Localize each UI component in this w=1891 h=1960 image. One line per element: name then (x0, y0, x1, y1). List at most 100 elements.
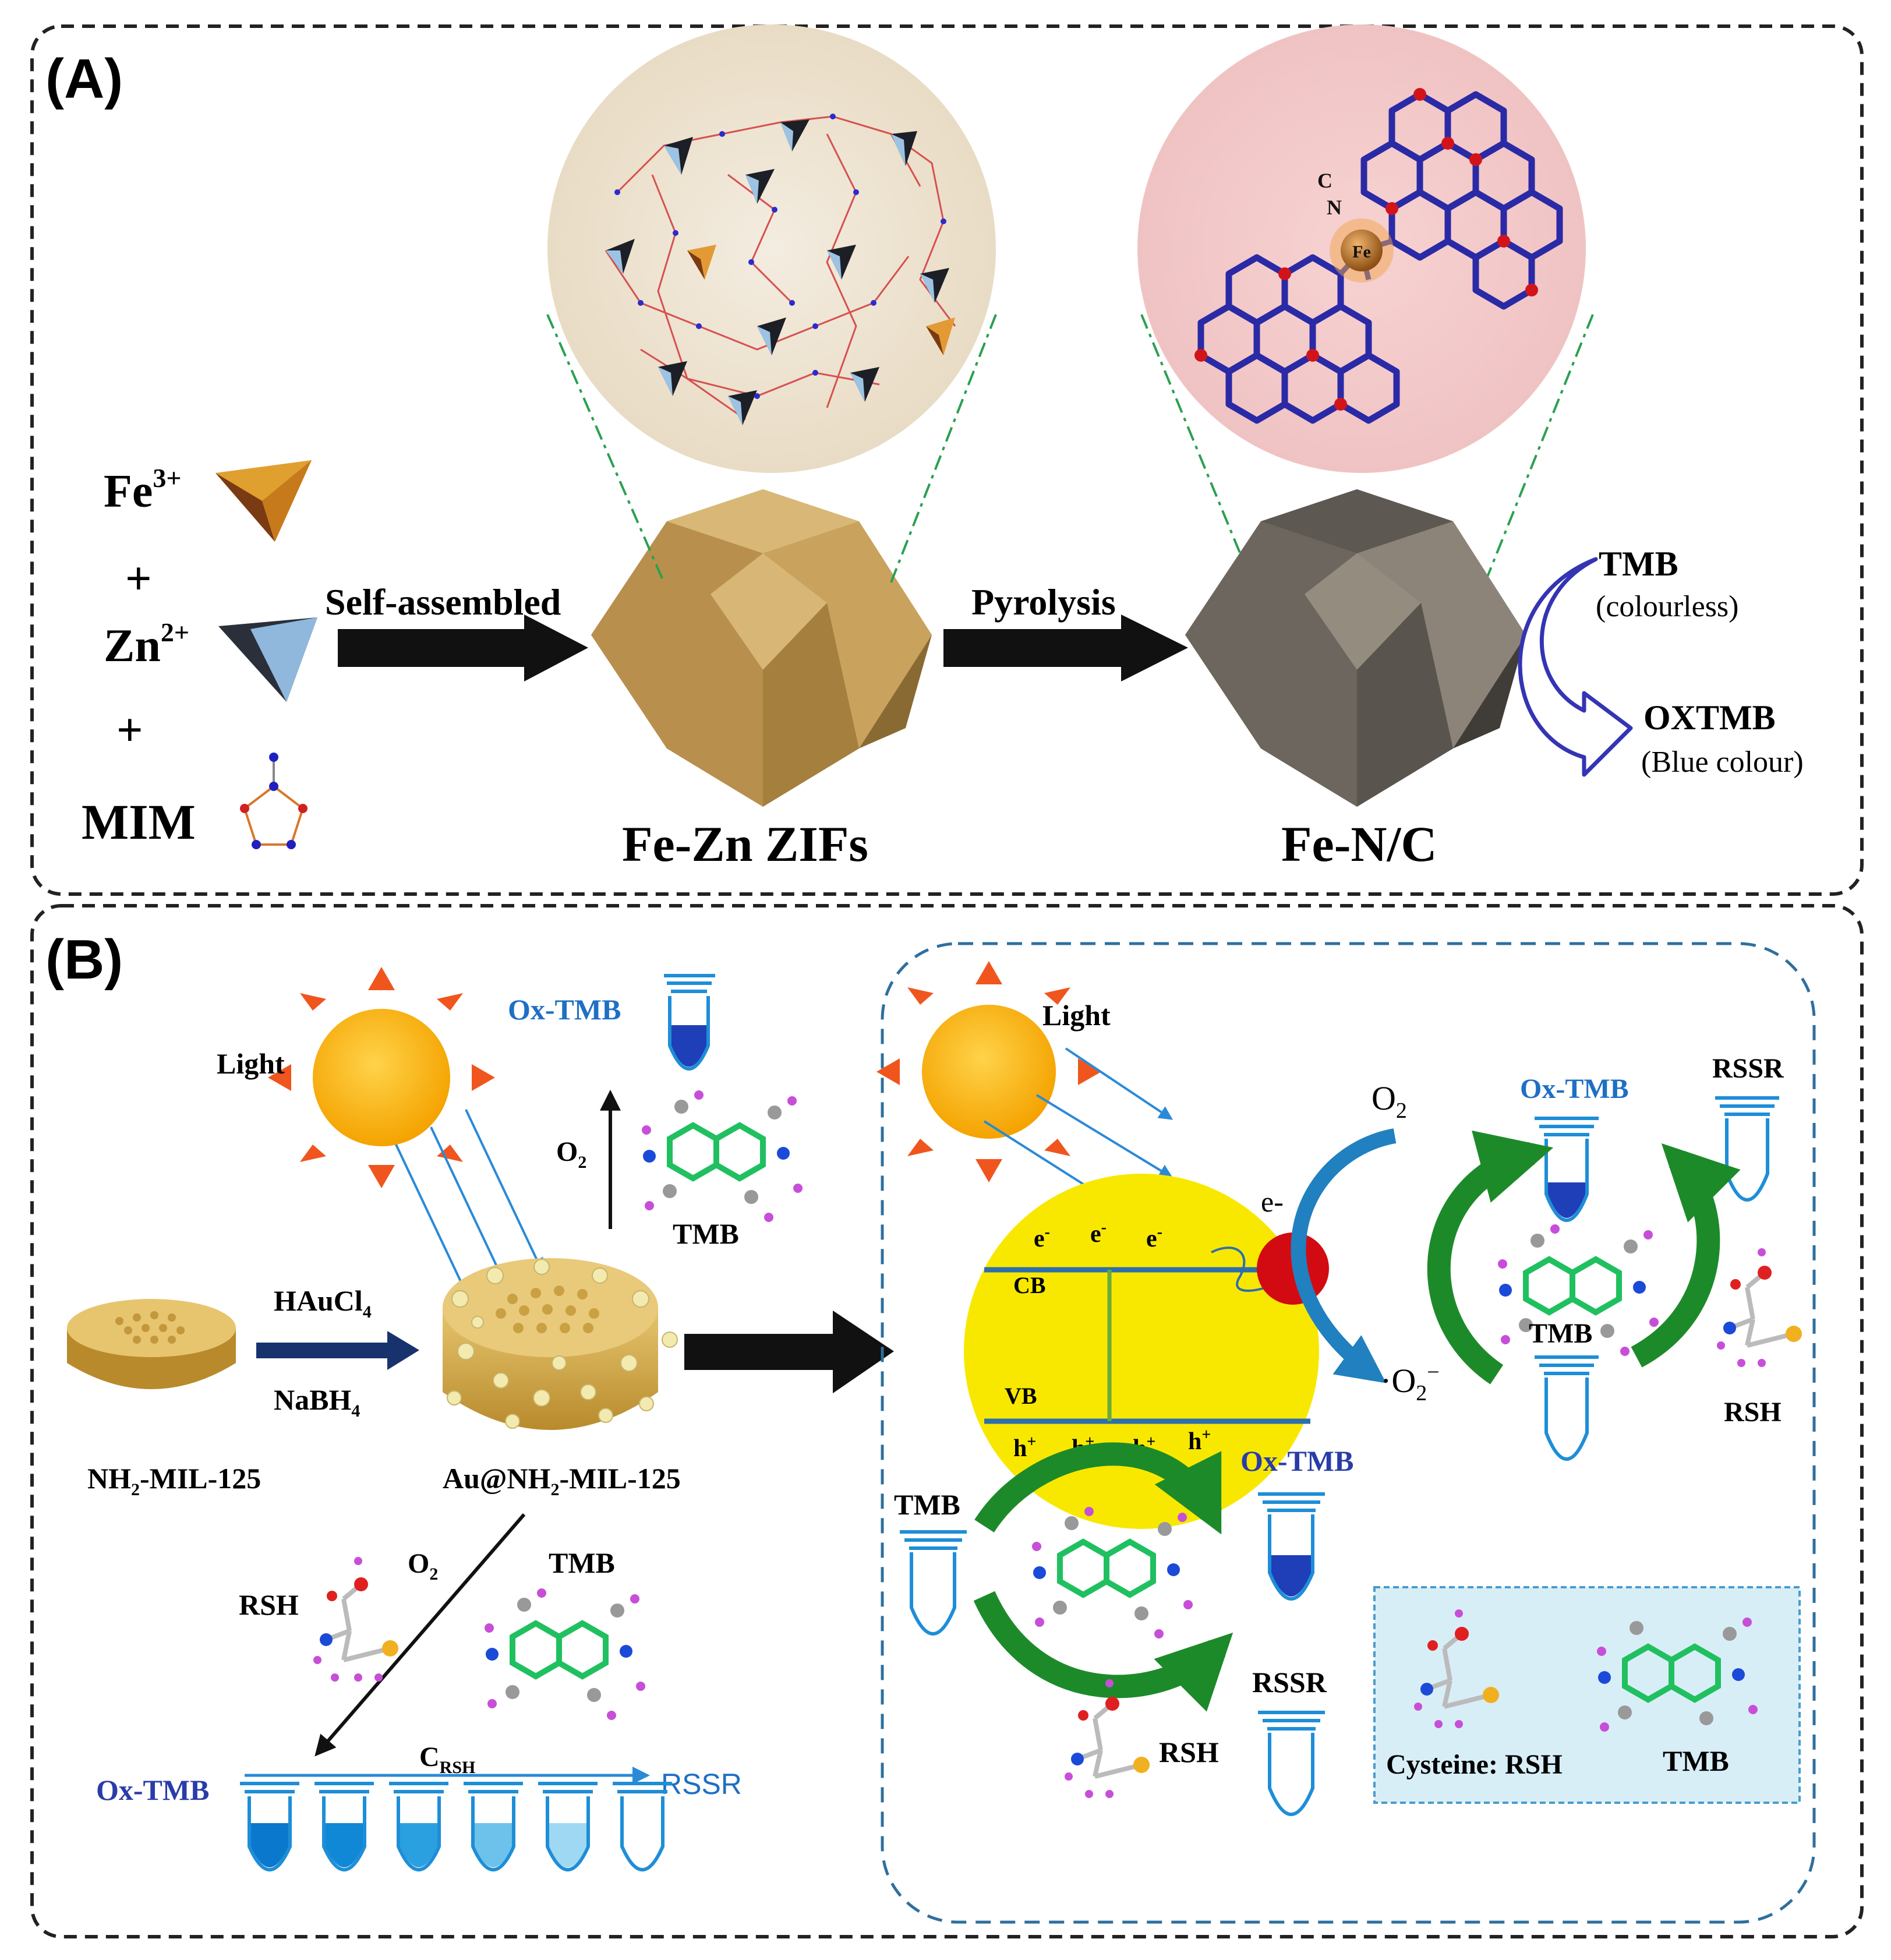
o2-top-label: O2 (556, 1136, 586, 1172)
cycle-arrow-mid-top (974, 1442, 1222, 1535)
mim-ring-icon (243, 757, 305, 846)
ox-tmb-right-label: Ox-TMB (1520, 1073, 1629, 1104)
self-assembled-label: Self-assembled (325, 581, 561, 623)
nh2-mil-125-label: NH2-MIL-125 (87, 1462, 261, 1499)
vb-label: VB (1005, 1383, 1037, 1409)
legend-cysteine-icon (1414, 1609, 1499, 1728)
cycle-arrow-mid-bottom (973, 1591, 1233, 1712)
cysteine-mid-icon (1065, 1679, 1150, 1798)
rsh-right-label: RSH (1724, 1397, 1782, 1428)
legend-cysteine-label: Cysteine: RSH (1386, 1749, 1563, 1780)
panel-a: (A) Fe3+ + Zn2+ + MIM (30, 24, 1864, 896)
light-label-right: Light (1042, 999, 1111, 1032)
rssr-right-tube (1715, 1096, 1779, 1202)
fenc-zoom-lines (1140, 314, 1594, 583)
zn-tetrahedron-icon (218, 617, 317, 702)
tmb-right-label: TMB (1529, 1318, 1592, 1349)
superoxide-label: ·O2− (1380, 1360, 1440, 1405)
tmb-label: TMB (1599, 545, 1678, 583)
tmb-right-tube (1535, 1355, 1599, 1461)
self-assembled-arrow: Self-assembled (325, 581, 588, 681)
o2-low-label: O2 (408, 1548, 438, 1584)
tmb-top-label: TMB (673, 1217, 739, 1250)
fe-label: Fe3+ (104, 463, 182, 517)
rsh-mid-label: RSH (1159, 1736, 1219, 1768)
zif-zoom-lines (546, 314, 997, 583)
hole-1: h+ (1013, 1433, 1036, 1462)
nitrogen-atom-label: N (1327, 196, 1342, 219)
electron-transfer-path (1211, 1246, 1267, 1292)
tube-1 (240, 1782, 299, 1871)
au-nanoparticles (447, 1259, 678, 1429)
o2-right-label: O2 (1372, 1079, 1407, 1123)
tmb-molecule-low-icon (485, 1588, 645, 1720)
au-nh2-mil-125-label: Au@NH2-MIL-125 (443, 1462, 681, 1499)
oxidation-curve-arrow (1518, 557, 1633, 777)
fe-atom-label: Fe (1352, 242, 1371, 262)
cb-label: CB (1013, 1272, 1046, 1298)
rssr-mid-label: RSSR (1252, 1666, 1327, 1698)
sun-left-icon (268, 967, 495, 1188)
ox-tmb-mid-tube (1258, 1492, 1325, 1601)
electron-2: e- (1090, 1219, 1107, 1248)
rssr-right-label: RSSR (1712, 1053, 1784, 1084)
legend-box: Cysteine: RSH TMB (1373, 1586, 1801, 1804)
o2-top-arrow: O2 (556, 1089, 621, 1229)
tmb-molecule-mid-icon (1032, 1507, 1193, 1638)
rsh-low-label: RSH (239, 1588, 299, 1621)
ox-tmb-top-group: Ox-TMB (508, 974, 715, 1071)
legend-tmb-icon (1597, 1618, 1758, 1732)
panel-b: (B) Light Ox-TMB (30, 904, 1864, 1938)
electron-1: e- (1034, 1223, 1050, 1252)
c-rsh-label: CRSH (419, 1742, 475, 1777)
mim-label: MIM (82, 794, 196, 850)
tmb-molecule-top-icon (642, 1090, 803, 1222)
oxtmb-label: OXTMB (1643, 698, 1776, 737)
panel-a-tag: (A) (45, 48, 123, 110)
tmb-mid-tube (900, 1530, 967, 1636)
main-transfer-arrow (684, 1311, 894, 1393)
nabh4-label: NaBH4 (274, 1383, 360, 1421)
cycle-arrow-right-right (1631, 1143, 1741, 1368)
e-minus-label: e- (1261, 1185, 1284, 1218)
pyrolysis-label: Pyrolysis (971, 581, 1116, 623)
plus-1: + (125, 553, 152, 605)
panel-b-tag: (B) (45, 928, 123, 991)
reagents: Fe3+ + Zn2+ + MIM (82, 460, 317, 850)
fe-zn-zif-crystal (591, 489, 932, 807)
oxtmb-blue-note: (Blue colour) (1641, 746, 1804, 779)
fe-n-c-label: Fe-N/C (1281, 816, 1437, 872)
carbon-atom-label: C (1317, 169, 1332, 192)
ox-tmb-top-tube (664, 974, 715, 1071)
framework-nodes (614, 114, 946, 399)
au-nh2-mil-125-particle (443, 1258, 678, 1430)
tmb-low-label: TMB (549, 1546, 615, 1579)
tube-6 (613, 1782, 672, 1871)
haucl4-label: HAuCl4 (274, 1284, 372, 1322)
hole-4: h+ (1188, 1426, 1211, 1455)
plus-2: + (116, 705, 143, 756)
legend-tmb-label: TMB (1663, 1744, 1729, 1777)
cycle-arrow-right-left (1427, 1131, 1554, 1385)
zn-label: Zn2+ (104, 617, 189, 672)
ox-tmb-top-label: Ox-TMB (508, 993, 621, 1026)
tube-2 (314, 1782, 374, 1871)
fe-nc-crystal (1185, 489, 1526, 807)
semiconductor-sphere (964, 1174, 1319, 1529)
tmb-colourless-note: (colourless) (1596, 590, 1738, 623)
electron-3: e- (1146, 1223, 1162, 1252)
sun-right-icon (876, 961, 1101, 1182)
rssr-mid-tube (1258, 1711, 1325, 1816)
o2-detection-arrow (314, 1513, 526, 1757)
tmb-mid-label: TMB (894, 1488, 960, 1521)
panel-b-frame (30, 904, 1864, 1938)
framework-tetrahedra (606, 119, 955, 425)
mechanism-box (881, 942, 1816, 1924)
cysteine-right-icon (1717, 1248, 1802, 1367)
rssr-bottom-label: RSSR (661, 1768, 742, 1800)
fe-zn-zifs-label: Fe-Zn ZIFs (622, 816, 868, 872)
fe-nc-red-atoms (1194, 88, 1538, 411)
ox-tmb-bottom-label: Ox-TMB (96, 1774, 209, 1806)
cysteine-low-icon (313, 1557, 398, 1682)
ox-tmb-mid-label: Ox-TMB (1240, 1445, 1353, 1477)
